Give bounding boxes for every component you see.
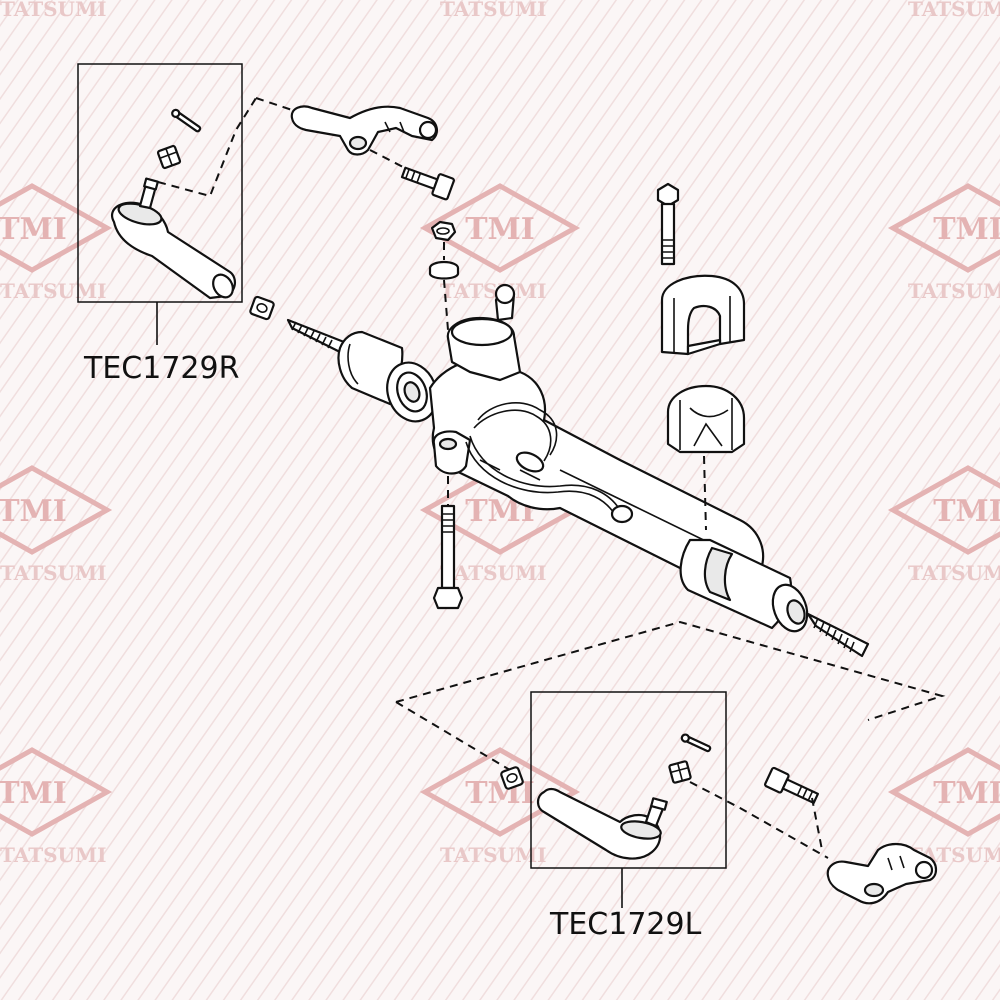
assembly-dash-top (255, 97, 293, 111)
castle-nut-right (156, 144, 182, 170)
watermark-text: TATSUMI (440, 279, 546, 303)
pinion-nut (430, 220, 457, 242)
watermark-text: TATSUMI (908, 0, 1000, 21)
rack-mount-bracket (660, 274, 746, 356)
tmi-logo: TMI (419, 183, 581, 273)
tmi-logo: TMI (0, 747, 113, 837)
tmi-logo: TMI (0, 183, 113, 273)
rack-tube-right (679, 538, 809, 633)
tmi-logo-text: TMI (0, 212, 67, 247)
assembly-dash-lower (395, 620, 946, 777)
tmi-logo: TMI (887, 747, 1000, 837)
callout-box-left (530, 691, 727, 869)
watermark-text: TATSUMI (0, 843, 106, 867)
left-tie-rod-end-callout: TEC1729L (530, 691, 829, 942)
part-number-left: TEC1729L (549, 907, 702, 942)
watermark-text: TATSUMI (0, 561, 106, 585)
part-number-right: TEC1729R (83, 351, 239, 386)
right-tie-rod-end-callout: TEC1729R (77, 63, 257, 386)
assembly-dash-left (689, 781, 829, 859)
steering-gear-housing (428, 283, 765, 594)
pinion-dash (443, 242, 449, 331)
watermark-text-group: TATSUMI TATSUMI TATSUMI TATSUMI TATSUMI … (0, 0, 1000, 867)
cotter-pin-right (171, 108, 202, 133)
pinion-washer (428, 260, 460, 280)
tie-rod-end-right (111, 177, 236, 300)
lock-nut-lower (500, 766, 524, 790)
tmi-logo-text: TMI (465, 212, 535, 247)
watermark-text: TATSUMI (440, 561, 546, 585)
tie-rod-end-left (536, 787, 668, 860)
bolt-dash-lower (811, 797, 823, 851)
callout-box-right (77, 63, 243, 303)
tmi-logo: TMI (887, 183, 1000, 273)
watermark-text: TATSUMI (908, 561, 1000, 585)
bushing-dash (703, 455, 707, 531)
tmi-logo-text: TMI (0, 494, 67, 529)
tmi-logo-text: TMI (933, 776, 1000, 811)
rack-mount-bushing (666, 384, 746, 454)
castle-nut-left (668, 760, 692, 784)
tmi-logo-text: TMI (465, 776, 535, 811)
watermark-text: TATSUMI (908, 279, 1000, 303)
knuckle-bolt-top (400, 166, 455, 201)
tmi-logo-text: TMI (933, 494, 1000, 529)
tmi-logo: TMI (887, 465, 1000, 555)
cotter-pin-left (680, 733, 712, 753)
rack-boot-left (386, 361, 438, 423)
steering-knuckle-arm-lower (826, 842, 938, 905)
watermark-text: TATSUMI (0, 0, 106, 21)
tmi-logo: TMI (0, 465, 113, 555)
steering-rack-assembly (286, 283, 870, 658)
watermark-text: TATSUMI (440, 843, 546, 867)
bolt-dash-top (369, 149, 406, 169)
bracket-bolt (656, 182, 680, 266)
watermark-text: TATSUMI (0, 279, 106, 303)
lock-nut-left (249, 295, 275, 321)
steering-knuckle-arm-top (290, 105, 438, 156)
tmi-logo-text: TMI (0, 776, 67, 811)
rack-thread-right (806, 612, 870, 658)
watermark-logo-group: TMI TMI TMI TMI TMI TMI TMI TMI (0, 183, 1000, 837)
assembly-dash-right (157, 97, 257, 198)
watermark-text: TATSUMI (440, 0, 546, 21)
knuckle-bolt-lower (764, 766, 820, 805)
tmi-logo-text: TMI (933, 212, 1000, 247)
